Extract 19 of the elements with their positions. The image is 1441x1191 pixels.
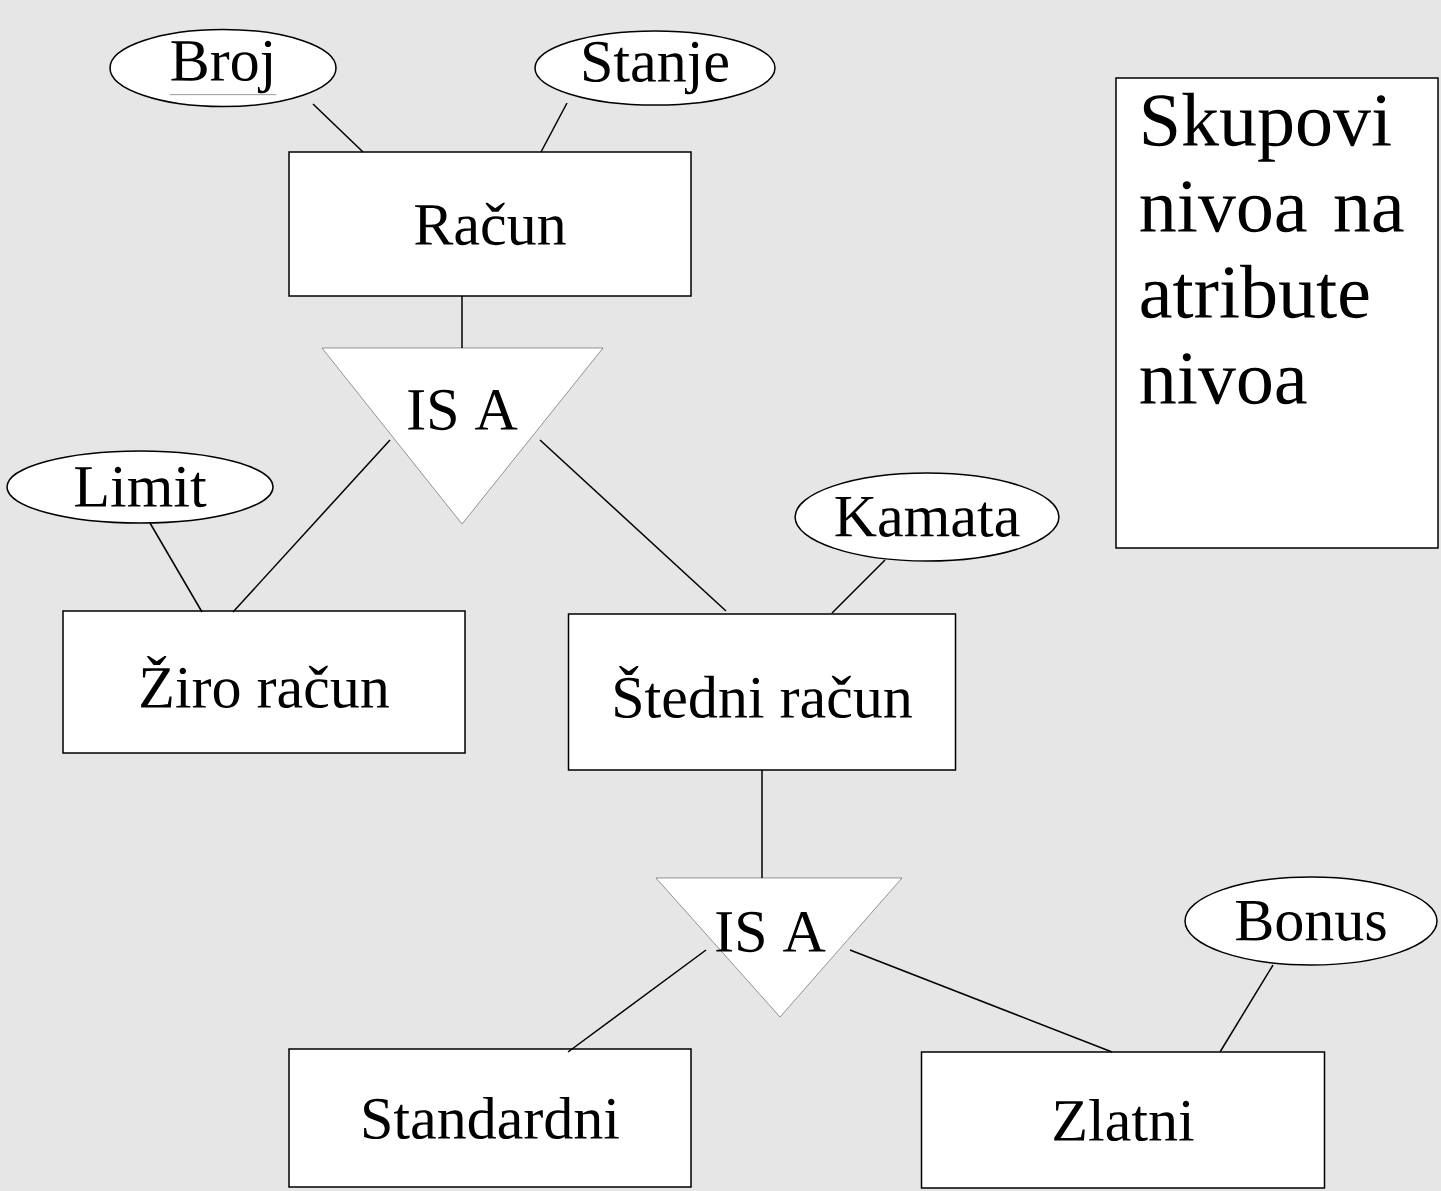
connector-line (312, 103, 364, 153)
connector-line (567, 949, 707, 1053)
connector-line (849, 949, 1113, 1053)
entity-box: Zlatni (920, 1051, 1326, 1189)
connector-line (540, 102, 568, 153)
connector-line (761, 769, 763, 879)
isa-triangle: IS A (655, 877, 903, 1018)
entity-box: Račun (288, 151, 692, 297)
connector-line (539, 439, 727, 612)
connector-line (1219, 964, 1274, 1053)
entity-box: Žiro račun (62, 610, 466, 754)
note-box: Skupovi nivoa na atribute nivoa (1115, 77, 1439, 549)
entity-box: Štedni račun (567, 613, 957, 771)
connector-line (232, 439, 391, 613)
connector-line (149, 522, 203, 613)
isa-triangle: IS A (321, 347, 604, 525)
connector-line (461, 295, 463, 349)
connector-line (831, 559, 886, 614)
entity-box: Standardni (288, 1048, 692, 1188)
